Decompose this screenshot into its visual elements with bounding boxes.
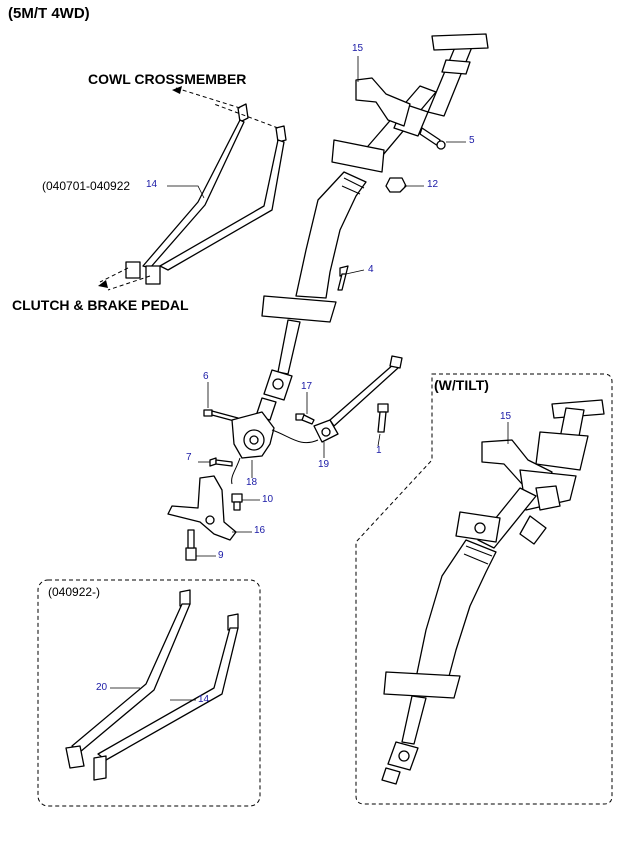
part-number-17: 17	[301, 381, 313, 392]
part-number-6: 6	[203, 371, 209, 382]
part-number-12: 12	[427, 179, 439, 190]
bracket-20-14-box	[65, 589, 239, 781]
date-range-box: (040922-)	[48, 585, 101, 599]
variant-box-040922	[37, 579, 261, 807]
tilt-box-label: (W/TILT)	[434, 377, 489, 393]
part-number-5: 5	[469, 135, 475, 146]
part-number-15: 15	[352, 43, 364, 54]
part-number-14: 14	[146, 179, 158, 190]
bolt-4	[337, 265, 349, 291]
part-number-1: 1	[376, 445, 382, 456]
arrow-icon	[172, 86, 182, 94]
nut-12	[385, 177, 407, 193]
part-number-15-tilt: 15	[500, 411, 512, 422]
bolt-5	[419, 127, 446, 150]
part-number-10: 10	[262, 494, 274, 505]
callout-clutch-brake-pedal: CLUTCH & BRAKE PEDAL	[12, 297, 189, 313]
part-number-7: 7	[186, 452, 192, 463]
arrow-icon	[98, 280, 108, 288]
variant-box-tilt	[355, 373, 613, 805]
steering-column-tilt	[381, 399, 605, 785]
part-number-19: 19	[318, 459, 330, 470]
lower-assembly	[167, 355, 403, 561]
steering-column-main	[255, 33, 489, 421]
part-number-4: 4	[368, 264, 374, 275]
callout-cowl-crossmember: COWL CROSSMEMBER	[88, 71, 247, 87]
part-number-9: 9	[218, 550, 224, 561]
part-number-14-box: 14	[198, 694, 210, 705]
date-range-top: (040701-040922	[42, 179, 131, 193]
diagram-title: (5M/T 4WD)	[8, 5, 90, 22]
leader-lines	[110, 56, 509, 701]
part-number-20: 20	[96, 682, 108, 693]
part-number-18: 18	[246, 477, 258, 488]
bracket-14-top	[125, 103, 287, 285]
part-number-16: 16	[254, 525, 266, 536]
